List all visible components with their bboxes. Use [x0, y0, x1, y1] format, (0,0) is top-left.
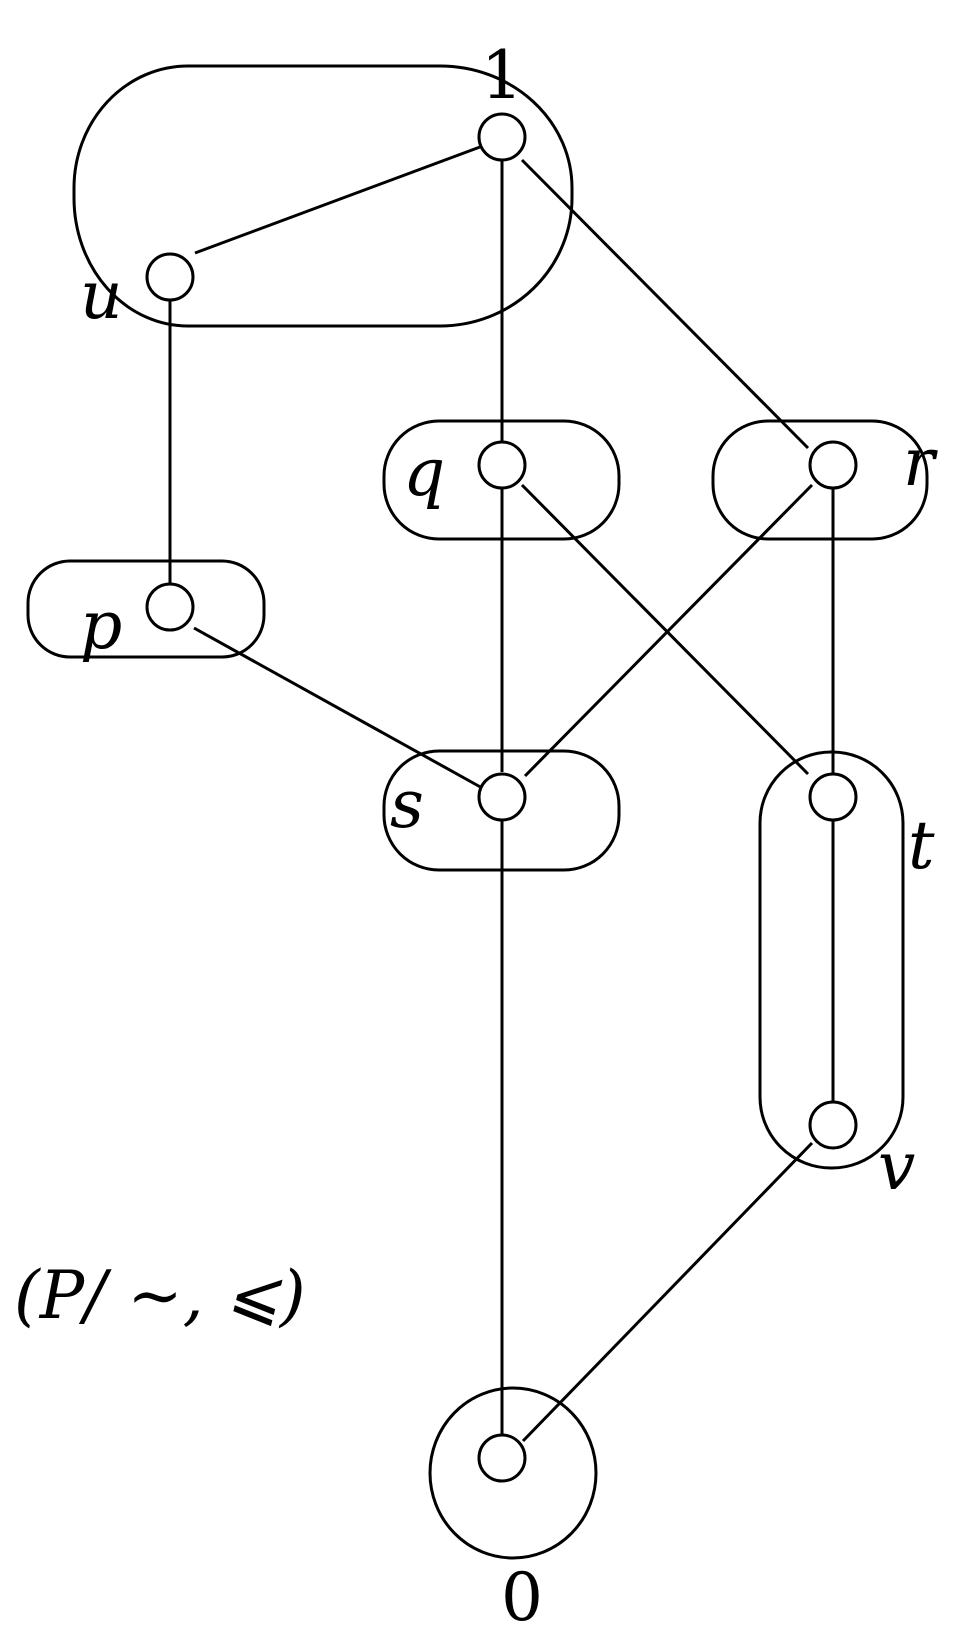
- node-v: [808, 1100, 858, 1150]
- edge-1-r: [520, 158, 810, 450]
- class-outline-1-u: [72, 64, 574, 328]
- label-s: s: [390, 766, 424, 843]
- label-t: t: [908, 807, 935, 884]
- label-p: p: [80, 587, 122, 664]
- node-r: [808, 440, 858, 490]
- edges: [168, 145, 835, 1443]
- label-v: v: [878, 1128, 915, 1205]
- edge-v-0: [521, 1141, 814, 1443]
- edge-q-t: [520, 483, 810, 776]
- edge-1-u: [194, 145, 481, 255]
- node-0: [477, 1433, 527, 1483]
- node-1: [477, 112, 527, 162]
- edge-r-s: [523, 483, 814, 778]
- class-outline-0: [428, 1386, 598, 1560]
- label-0: 0: [501, 1559, 543, 1636]
- node-s: [477, 772, 527, 822]
- node-u: [145, 252, 195, 302]
- node-p: [145, 582, 195, 632]
- edge-p-s: [193, 626, 485, 791]
- label-r: r: [903, 424, 938, 501]
- class-outline-p: [26, 559, 266, 659]
- node-t: [808, 772, 858, 822]
- nodes: [145, 112, 858, 1483]
- label-q: q: [403, 434, 445, 511]
- label-u: u: [80, 257, 123, 334]
- label-1: 1: [481, 37, 523, 114]
- class-outline-r: [711, 419, 929, 541]
- caption: (P/ ∼, ⩽): [14, 1257, 306, 1334]
- node-q: [477, 440, 527, 490]
